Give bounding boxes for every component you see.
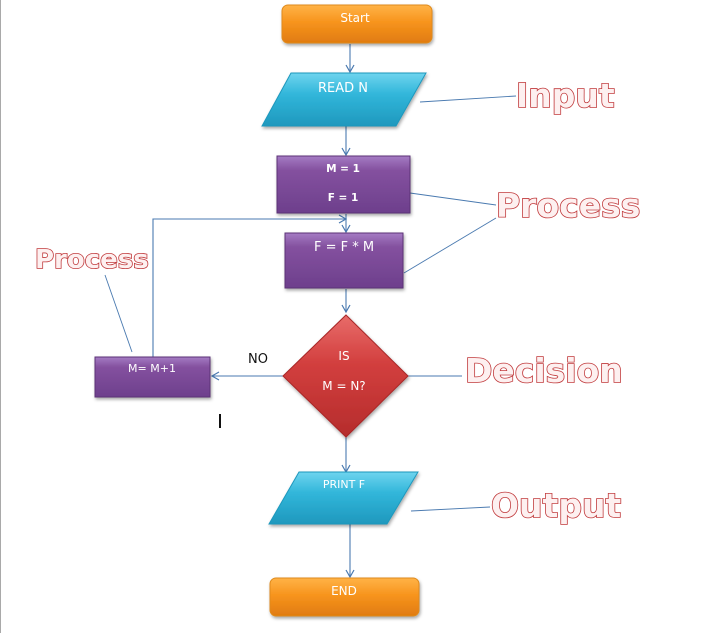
callout-process-left: Process <box>35 245 149 275</box>
node-print-label: PRINT F <box>323 478 365 491</box>
leader-output <box>410 506 491 512</box>
node-init-line2: F = 1 <box>328 192 359 204</box>
node-read[interactable]: READ N <box>261 72 427 127</box>
text-cursor-icon <box>219 414 221 428</box>
node-increment-label: M= M+1 <box>128 362 176 375</box>
node-decision-line1: IS <box>338 349 349 363</box>
leader-process-init <box>409 192 497 206</box>
node-multiply[interactable]: F = F * M <box>284 232 404 289</box>
node-start[interactable]: Start <box>281 4 433 44</box>
node-decision[interactable]: IS M = N? <box>282 314 409 438</box>
leader-process-multiply <box>403 217 497 274</box>
leader-input <box>419 95 517 103</box>
node-end[interactable]: END <box>269 577 420 617</box>
connectors <box>152 44 355 579</box>
edge-loop-back <box>152 214 348 357</box>
callout-leaders <box>104 95 517 512</box>
node-start-label: Start <box>340 11 370 25</box>
node-init-line1: M = 1 <box>326 163 360 175</box>
node-end-label: END <box>331 584 357 598</box>
left-border <box>0 0 1 633</box>
callout-decision: Decision <box>465 351 623 390</box>
node-init[interactable]: M = 1 F = 1 <box>276 155 411 214</box>
leader-process-left <box>104 274 133 353</box>
node-decision-line2: M = N? <box>322 379 365 393</box>
edge-label-no: NO <box>248 352 268 367</box>
callout-input: Input <box>516 76 615 115</box>
node-increment[interactable]: M= M+1 <box>94 356 211 398</box>
callout-process-right: Process <box>496 186 640 225</box>
node-read-label: READ N <box>318 81 368 96</box>
node-multiply-label: F = F * M <box>314 240 374 255</box>
node-print[interactable]: PRINT F <box>268 471 419 525</box>
callout-output: Output <box>491 486 621 525</box>
